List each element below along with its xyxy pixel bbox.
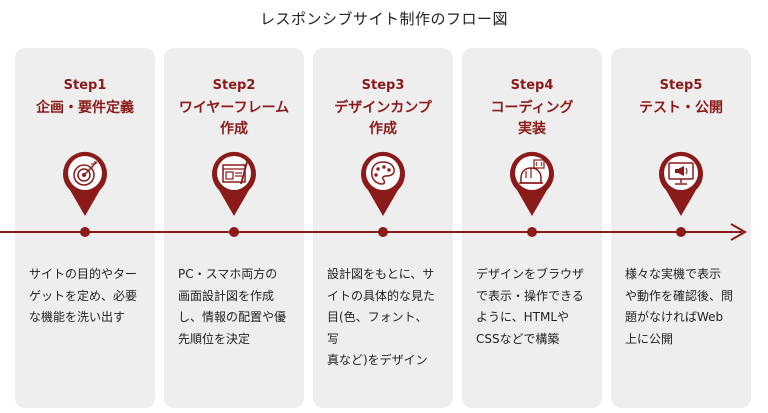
timeline-dot-2: [229, 227, 239, 237]
step-label-3: Step3: [361, 78, 405, 93]
timeline-dot-3: [378, 227, 388, 237]
diagram-title: レスポンシブサイト制作のフロー図: [259, 10, 508, 28]
step-name-5: テスト・公開: [639, 100, 723, 116]
step-name-1: 企画・要件定義: [36, 100, 134, 116]
step-name-3: デザインカンプ 作成: [334, 100, 432, 137]
step-desc-2: PC・スマホ両方の 画面設計図を作成 し、情報の配置や優 先順位を決定: [178, 267, 287, 346]
step-name-4: コーディング 実装: [490, 100, 574, 137]
coding-icon: [510, 151, 554, 216]
wireframe-icon: [212, 151, 256, 216]
step-desc-1: サイトの目的やター ゲットを定め、必要 な機能を洗い出す: [29, 267, 138, 324]
step-label-2: Step2: [212, 78, 256, 93]
timeline-arrow: [0, 223, 748, 241]
step-desc-5: 様々な実機で表示 や動作を確認後、問 題がなければWeb 上に公開: [625, 267, 734, 346]
step-label-5: Step5: [659, 78, 703, 93]
step-name-2: ワイヤーフレーム 作成: [178, 100, 290, 137]
step-label-1: Step1: [63, 78, 107, 93]
step-desc-3: 設計図をもとに、サ イトの具体的な見た 目(色、フォント、写 真など)をデザイン: [327, 267, 436, 367]
step-desc-4: デザインをブラウザ で表示・操作できる ように、HTMLや CSSなどで構築: [476, 267, 585, 346]
timeline-dot-5: [676, 227, 686, 237]
monitor-megaphone-icon: [659, 151, 703, 216]
step-label-4: Step4: [510, 78, 554, 93]
timeline-dot-1: [80, 227, 90, 237]
timeline-dot-4: [527, 227, 537, 237]
palette-icon: [361, 151, 405, 216]
target-icon: [63, 151, 107, 216]
